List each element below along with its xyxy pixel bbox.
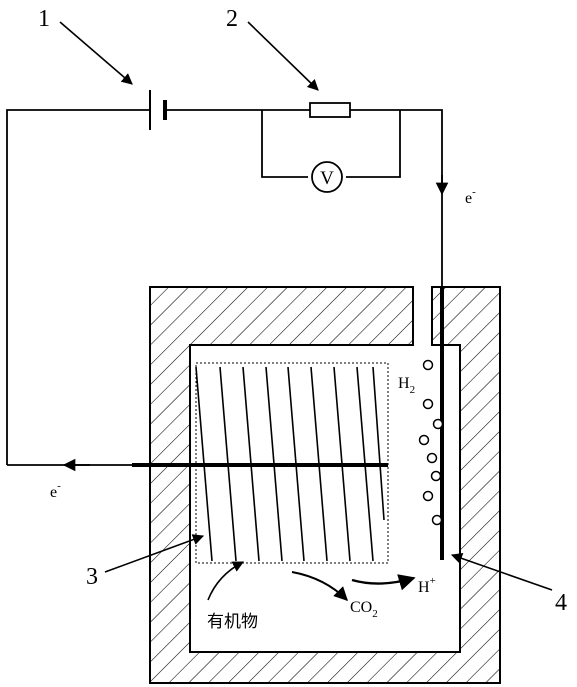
callout-arrow-1 — [59, 21, 133, 85]
callout-arrow-2 — [247, 21, 319, 91]
co2-label: CO2 — [350, 599, 378, 620]
container-wall — [149, 286, 501, 684]
electron-label-left: e- — [50, 480, 61, 501]
proton-label: H+ — [418, 575, 436, 596]
co2-arrow — [291, 571, 348, 601]
callout-label-4: 4 — [555, 590, 567, 616]
electron-label-top: e- — [465, 186, 476, 207]
callout-label-2: 2 — [226, 6, 238, 32]
callout-arrow-4 — [450, 553, 553, 591]
resistor — [309, 102, 351, 118]
battery — [149, 90, 167, 130]
organic-arrow — [207, 561, 244, 601]
proton-arrow — [351, 574, 416, 591]
organic-label: 有机物 — [207, 612, 258, 632]
circuit-wire — [6, 109, 443, 465]
anode-electrode — [195, 362, 389, 564]
voltmeter-symbol: V — [320, 168, 334, 189]
anode-fibers — [195, 366, 385, 562]
callout-label-1: 1 — [38, 6, 50, 32]
voltmeter — [311, 161, 343, 193]
callout-label-3: 3 — [86, 564, 98, 590]
hydrogen-bubbles — [418, 359, 444, 526]
voltmeter-branch — [261, 110, 401, 178]
h2-label: H2 — [398, 375, 415, 396]
callout-arrow-3 — [104, 534, 205, 573]
